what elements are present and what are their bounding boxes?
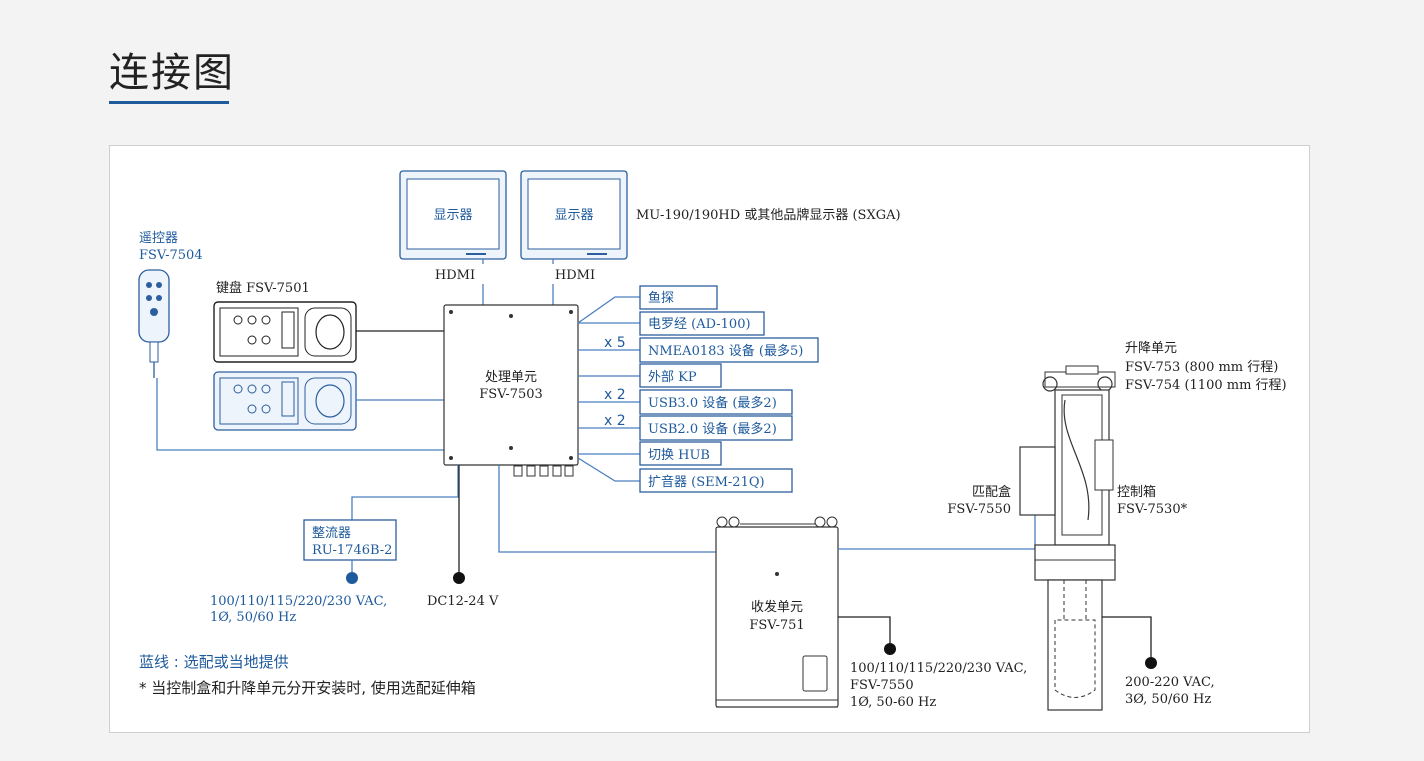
- rectifier-power-1: 100/110/115/220/230 VAC,: [210, 594, 387, 609]
- rectifier-name: 整流器: [312, 526, 351, 541]
- transceiver-power-1: 100/110/115/220/230 VAC,: [850, 661, 1027, 676]
- display-right-label: 显示器: [554, 208, 593, 223]
- dc-power-dot: [453, 572, 465, 584]
- page-title: 连接图: [109, 50, 235, 96]
- display-left-label: 显示器: [433, 208, 472, 223]
- display-right: 显示器: [520, 170, 628, 260]
- rectifier-power-2: 1Ø, 50/60 Hz: [210, 610, 296, 625]
- transceiver-model: FSV-751: [749, 618, 804, 633]
- peripheral-6: 切换 HUB: [648, 448, 710, 463]
- rectifier-model: RU-1746B-2: [312, 543, 392, 558]
- hoist-model-2: FSV-754 (1100 mm 行程): [1125, 378, 1287, 393]
- matching-box-model: FSV-7550: [947, 502, 1011, 517]
- transceiver-power-3: 1Ø, 50-60 Hz: [850, 695, 936, 710]
- keyboard-black: [213, 301, 357, 363]
- rectifier-box: [303, 519, 397, 561]
- peripheral-0: 鱼探: [648, 290, 674, 306]
- processor-model: FSV-7503: [479, 387, 543, 402]
- keyboard-label: 键盘 FSV-7501: [216, 280, 310, 296]
- peripheral-list: 鱼探 电罗经 (AD-100) NMEA0183 设备 (最多5) 外部 KP …: [577, 285, 819, 493]
- peripheral-7: 扩音器 (SEM-21Q): [648, 474, 765, 490]
- transceiver-name: 收发单元: [751, 599, 803, 615]
- matching-box-shape: [1019, 446, 1056, 516]
- peripheral-2: NMEA0183 设备 (最多5): [648, 343, 803, 359]
- display-model-note: MU-190/190HD 或其他品牌显示器 (SXGA): [636, 207, 901, 223]
- peripheral-1: 电罗经 (AD-100): [648, 317, 751, 332]
- hoist-power-1: 200-220 VAC,: [1125, 675, 1215, 690]
- remote-model: FSV-7504: [139, 248, 203, 263]
- matching-box-name: 匹配盒: [972, 484, 1011, 500]
- hdmi-label-left: HDMI: [435, 268, 475, 283]
- transceiver-unit: [715, 516, 839, 708]
- multiplier-nmea: x 5: [604, 335, 626, 351]
- legend-blue-line: 蓝线 : 选配或当地提供: [139, 653, 289, 671]
- hdmi-label-right: HDMI: [555, 268, 595, 283]
- hoist-power-2: 3Ø, 50/60 Hz: [1125, 692, 1211, 707]
- hoist-power-dot: [1145, 657, 1157, 669]
- hoist-model-1: FSV-753 (800 mm 行程): [1125, 360, 1278, 375]
- title-underline: [109, 101, 229, 104]
- peripheral-3: 外部 KP: [648, 370, 697, 385]
- multiplier-usb3: x 2: [604, 387, 626, 403]
- remote-controller: [138, 269, 170, 378]
- peripheral-5: USB2.0 设备 (最多2): [648, 421, 777, 437]
- control-box-name: 控制箱: [1117, 484, 1156, 500]
- dc-power-label: DC12-24 V: [427, 594, 499, 609]
- processor-unit: [443, 304, 579, 477]
- control-box-model: FSV-7530*: [1117, 502, 1188, 517]
- display-left: 显示器: [399, 170, 507, 260]
- hoist-name: 升降单元: [1125, 341, 1177, 356]
- peripheral-4: USB3.0 设备 (最多2): [648, 395, 777, 411]
- processor-name: 处理单元: [485, 370, 537, 385]
- transceiver-power-2: FSV-7550: [850, 678, 914, 693]
- hoist-unit: [1019, 365, 1116, 711]
- keyboard-blue: [213, 371, 357, 431]
- remote-name: 遥控器: [139, 231, 178, 246]
- rectifier-power-dot: [346, 572, 358, 584]
- multiplier-usb2: x 2: [604, 413, 626, 429]
- transceiver-power-dot: [884, 643, 896, 655]
- legend-note: * 当控制盒和升降单元分开安装时, 使用选配延伸箱: [139, 679, 476, 697]
